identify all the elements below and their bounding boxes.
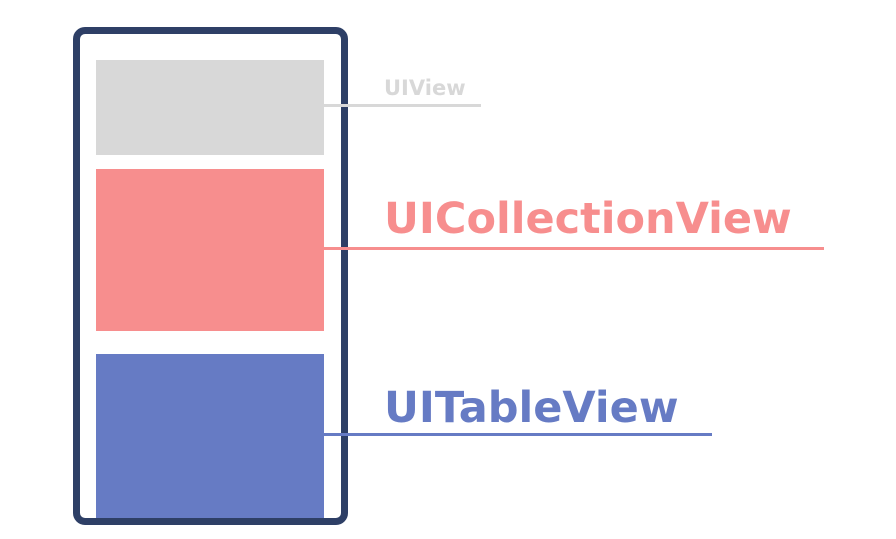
uiview-leader-line — [324, 104, 481, 107]
uitableview-leader-line — [324, 433, 712, 436]
uicollectionview-leader-line — [324, 247, 824, 250]
uitableview-label: UITableView — [384, 383, 679, 433]
uiview-block — [96, 60, 324, 155]
uicollectionview-block — [96, 169, 324, 331]
device-frame — [73, 27, 348, 525]
uitableview-block — [96, 354, 324, 518]
uicollectionview-label: UICollectionView — [384, 194, 792, 244]
uiview-label: UIView — [384, 76, 466, 100]
